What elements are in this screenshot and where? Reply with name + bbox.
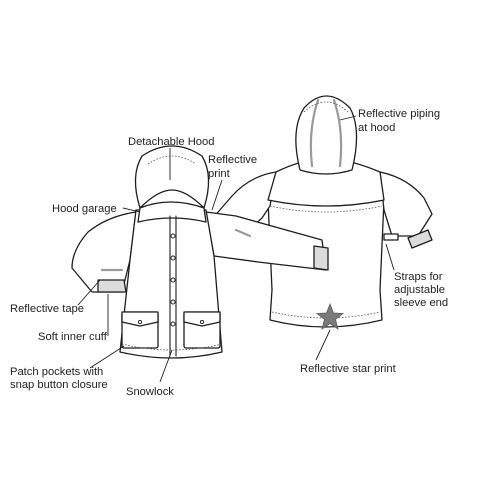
label-straps: Straps for adjustable sleeve end [394, 271, 448, 309]
reflective-piping-left [309, 98, 320, 168]
back-view-jacket [205, 95, 433, 330]
label-reflective-piping: Reflective piping at hood [358, 108, 443, 134]
label-soft-inner-cuff: Soft inner cuff [38, 331, 108, 343]
label-patch-pockets: Patch pockets with snap button closure [10, 366, 108, 391]
patch-pocket-left [121, 311, 159, 349]
label-reflective-star: Reflective star print [300, 363, 397, 375]
label-detachable-hood: Detachable Hood [128, 136, 214, 148]
star-icon [315, 302, 345, 330]
leader-lines [77, 115, 395, 383]
back-hood [295, 95, 358, 175]
reflective-piping-right [332, 98, 343, 168]
label-hood-garage: Hood garage [52, 203, 117, 215]
label-reflective-tape: Reflective tape [10, 303, 84, 315]
front-hood [134, 145, 210, 209]
snap-buttons [170, 233, 176, 327]
reflective-print-sleeve [234, 228, 252, 238]
front-view-jacket [71, 145, 329, 359]
inner-cuff-left [97, 279, 127, 293]
label-reflective-print: Reflective print [208, 154, 260, 180]
patch-pocket-right [183, 311, 221, 349]
label-snowlock: Snowlock [126, 386, 174, 398]
inner-cuff-right [313, 245, 329, 271]
